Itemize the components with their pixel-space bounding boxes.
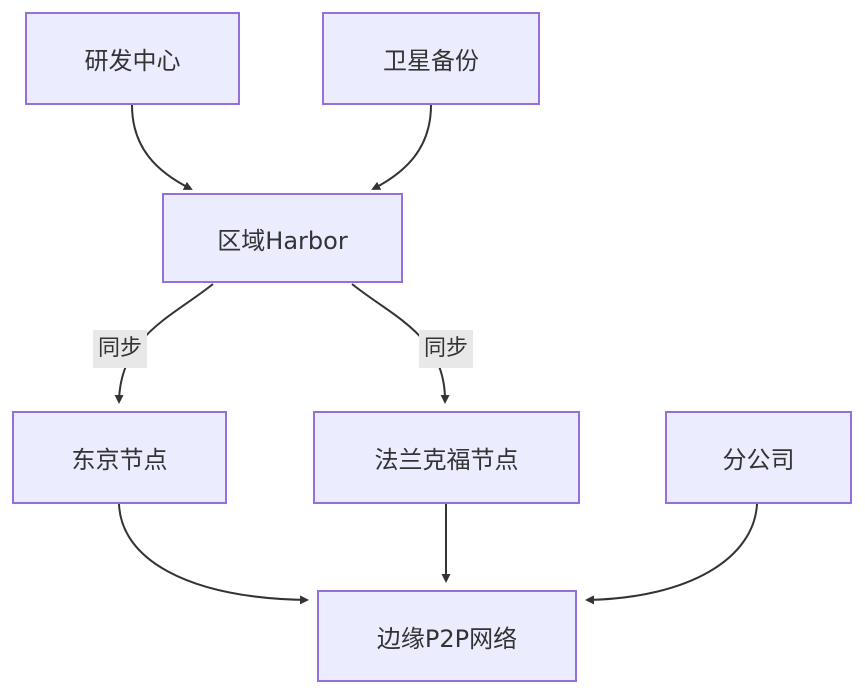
node-branch-office: 分公司 bbox=[665, 411, 852, 504]
edge-branch-office-to-edge-p2p-network bbox=[585, 503, 758, 605]
edge-satellite-backup-to-region-harbor bbox=[371, 104, 432, 190]
edge-rd-center-to-region-harbor bbox=[131, 104, 193, 190]
edge-region-harbor-to-frankfurt-node bbox=[351, 283, 450, 404]
node-region-harbor: 区域Harbor bbox=[162, 193, 403, 283]
node-frankfurt-node: 法兰克福节点 bbox=[313, 411, 580, 504]
node-edge-p2p-network: 边缘P2P网络 bbox=[317, 590, 577, 682]
edge-label-sync-frankfurt: 同步 bbox=[418, 330, 474, 368]
edge-label-sync-tokyo: 同步 bbox=[92, 330, 148, 368]
node-tokyo-node: 东京节点 bbox=[12, 411, 227, 504]
edge-tokyo-node-to-edge-p2p-network bbox=[118, 503, 309, 605]
node-rd-center: 研发中心 bbox=[25, 12, 240, 105]
edge-region-harbor-to-tokyo-node bbox=[114, 283, 214, 404]
node-satellite-backup: 卫星备份 bbox=[322, 12, 540, 105]
